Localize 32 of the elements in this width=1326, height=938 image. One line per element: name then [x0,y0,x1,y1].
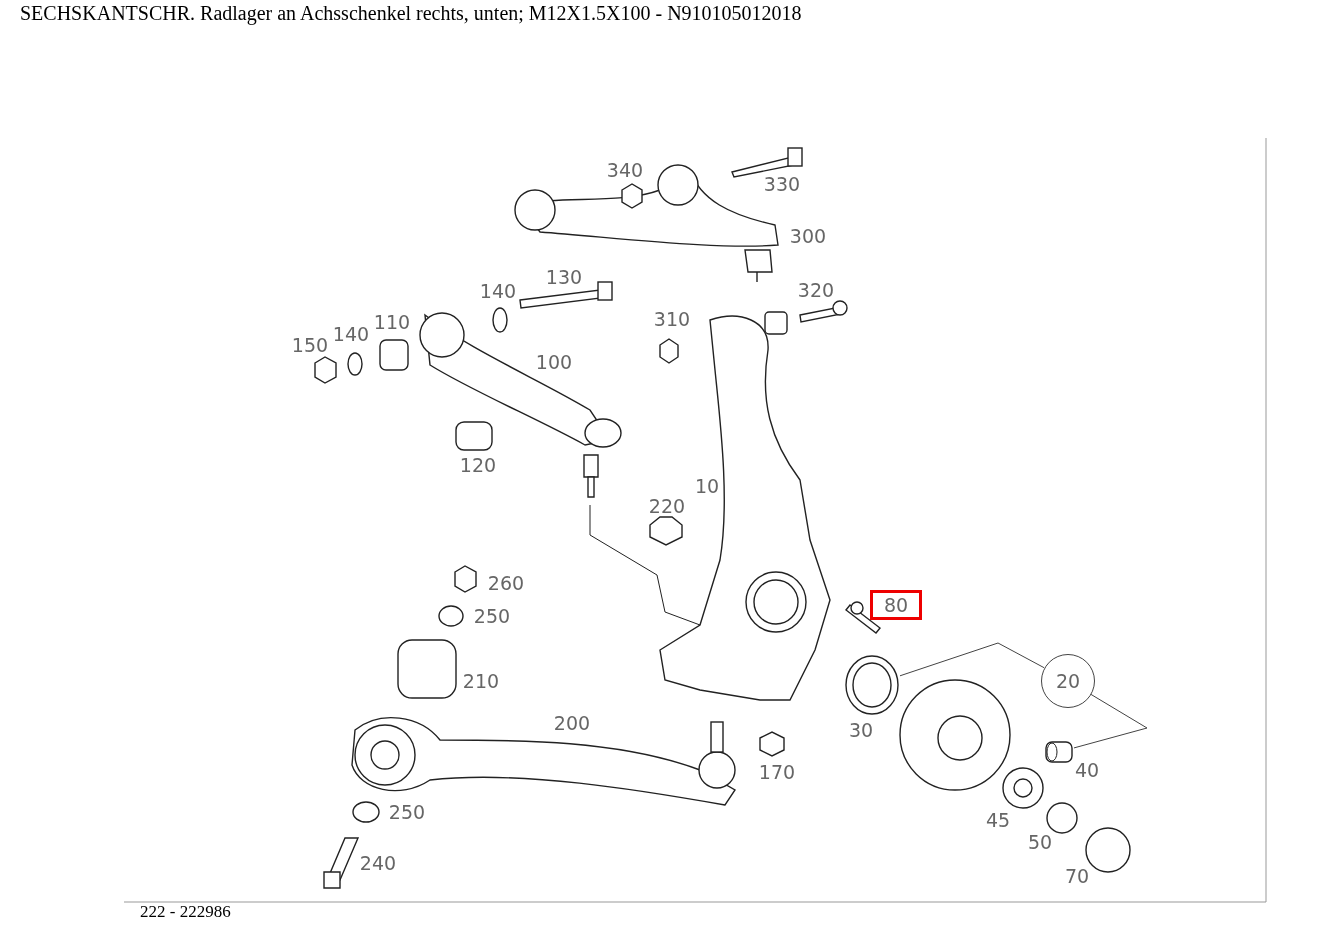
page-title: SECHSKANTSCHR. Radlager an Achsschenkel rechts, unten; M12X1.5X100 - N910105012018 [20,2,802,25]
callout-number: 340 [606,160,644,180]
callout-number: 70 [1064,866,1090,886]
leader-line [1073,692,1148,749]
callout-number: 45 [985,810,1011,830]
callout-number: 200 [553,713,591,733]
callout-number: 150 [291,335,329,355]
callout-number: 140 [332,324,370,344]
leader-line [899,642,1045,677]
callout-number: 320 [797,280,835,300]
callout-number: 250 [388,802,426,822]
callout-number: 140 [479,281,517,301]
callout-number: 220 [648,496,686,516]
callout-number: 240 [359,853,397,873]
callout-number: 300 [789,226,827,246]
callout-number: 250 [473,606,511,626]
callout-number: 130 [545,267,583,287]
callout-number: 100 [535,352,573,372]
callout-number: 330 [763,174,801,194]
callout-number: 50 [1027,832,1053,852]
callout-number: 10 [694,476,720,496]
diagram-caption: 222 - 222986 [140,902,231,922]
callout-number: 120 [459,455,497,475]
callout-number: 170 [758,762,796,782]
callout-number: 210 [462,671,500,691]
highlighted-callout-number: 80 [870,590,922,620]
callout-number: 260 [487,573,525,593]
callout-number: 110 [373,312,411,332]
callout-number: 310 [653,309,691,329]
callout-number: 40 [1074,760,1100,780]
callout-circle: 20 [1041,654,1095,708]
callout-number: 30 [848,720,874,740]
